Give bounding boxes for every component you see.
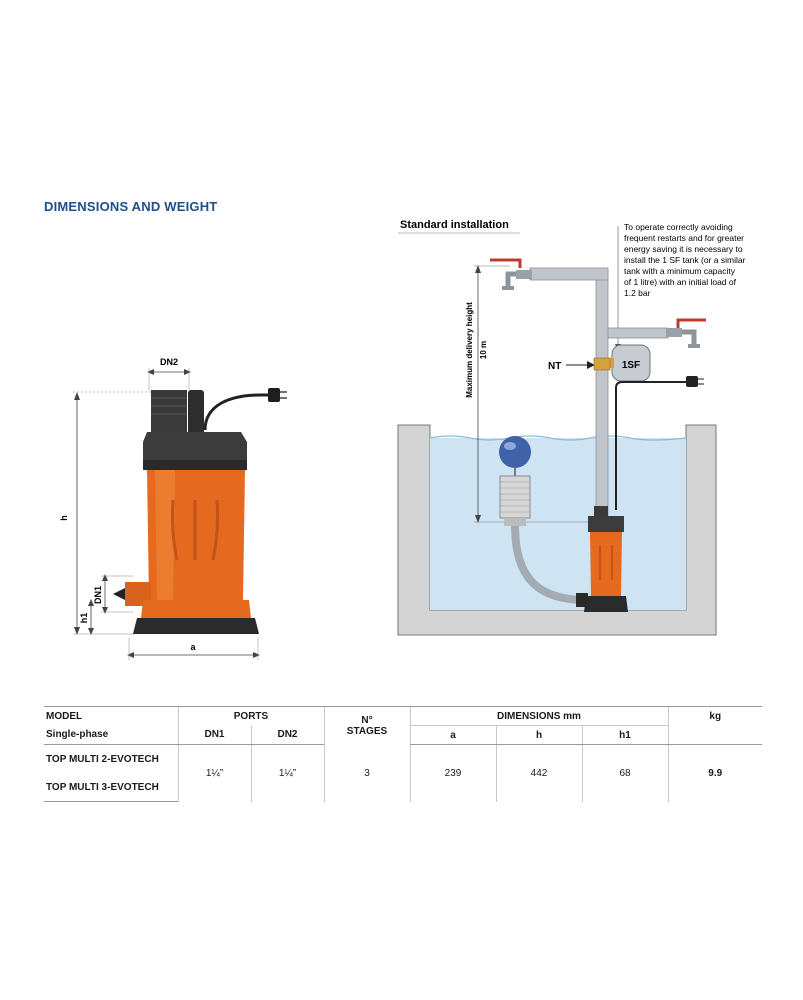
value-dn2: 1¼” — [250, 744, 324, 802]
section-title: DIMENSIONS AND WEIGHT — [44, 199, 218, 214]
delivery-height-value: 10 m — [479, 341, 488, 359]
header-model: MODEL — [44, 706, 178, 726]
svg-text:To operate correctly avoiding: To operate correctly avoiding — [624, 222, 733, 232]
svg-text:of 1 litre) with an initial lo: of 1 litre) with an initial load of — [624, 277, 737, 287]
header-kg: kg — [667, 706, 762, 726]
value-kg: 9.9 — [667, 744, 762, 802]
dim-h-label: h — [59, 515, 69, 521]
table-row: TOP MULTI 3-EVOTECH — [44, 773, 762, 802]
model-name: TOP MULTI 2-EVOTECH — [46, 753, 159, 765]
header-dimensions: DIMENSIONS mm — [409, 706, 668, 726]
installation-diagram: Standard installation To operate correct… — [397, 219, 746, 636]
svg-text:1.2 bar: 1.2 bar — [624, 288, 651, 298]
svg-text:install the 1 SF tank (or a si: install the 1 SF tank (or a similar — [624, 255, 746, 265]
header-dn2: DN2 — [250, 725, 324, 745]
svg-text:frequent restarts and for grea: frequent restarts and for greater — [624, 233, 744, 243]
dim-dn1-label: DN1 — [93, 586, 103, 604]
model-name: TOP MULTI 3-EVOTECH — [44, 773, 178, 802]
dim-dn2-label: DN2 — [160, 357, 178, 367]
header-h1: h1 — [581, 725, 668, 745]
header-a: a — [409, 725, 496, 745]
nt-label: NT — [548, 361, 561, 372]
value-stages: 3 — [323, 744, 410, 802]
header-ports: PORTS — [177, 706, 324, 726]
pump-dimension-drawing: h h1 DN1 DN2 a — [59, 357, 287, 660]
header-single-phase: Single-phase — [44, 725, 178, 745]
spec-table: MODEL PORTS N° STAGES DIMENSIONS mm kg S… — [44, 706, 762, 802]
delivery-height-label: Maximum delivery height — [465, 302, 474, 398]
dim-a-label: a — [190, 642, 196, 652]
header-dn1: DN1 — [177, 725, 251, 745]
header-kg-blank — [667, 725, 762, 745]
header-stages: N° STAGES — [323, 706, 410, 745]
svg-text:energy saving it is necessary: energy saving it is necessary to — [624, 244, 743, 254]
installation-note: To operate correctly avoiding frequent r… — [624, 222, 746, 298]
dim-h1-label: h1 — [79, 613, 89, 624]
installation-title: Standard installation — [400, 219, 509, 231]
value-h1: 68 — [581, 744, 668, 802]
table-row: TOP MULTI 2-EVOTECH 1¼” 1¼” 3 239 442 68… — [44, 744, 762, 802]
value-a: 239 — [409, 744, 496, 802]
svg-text:tank with a minimum capacity: tank with a minimum capacity — [624, 266, 736, 276]
header-h: h — [495, 725, 582, 745]
value-dn1: 1¼” — [177, 744, 251, 802]
value-h: 442 — [495, 744, 582, 802]
tank-1sf-label: 1SF — [622, 360, 640, 371]
